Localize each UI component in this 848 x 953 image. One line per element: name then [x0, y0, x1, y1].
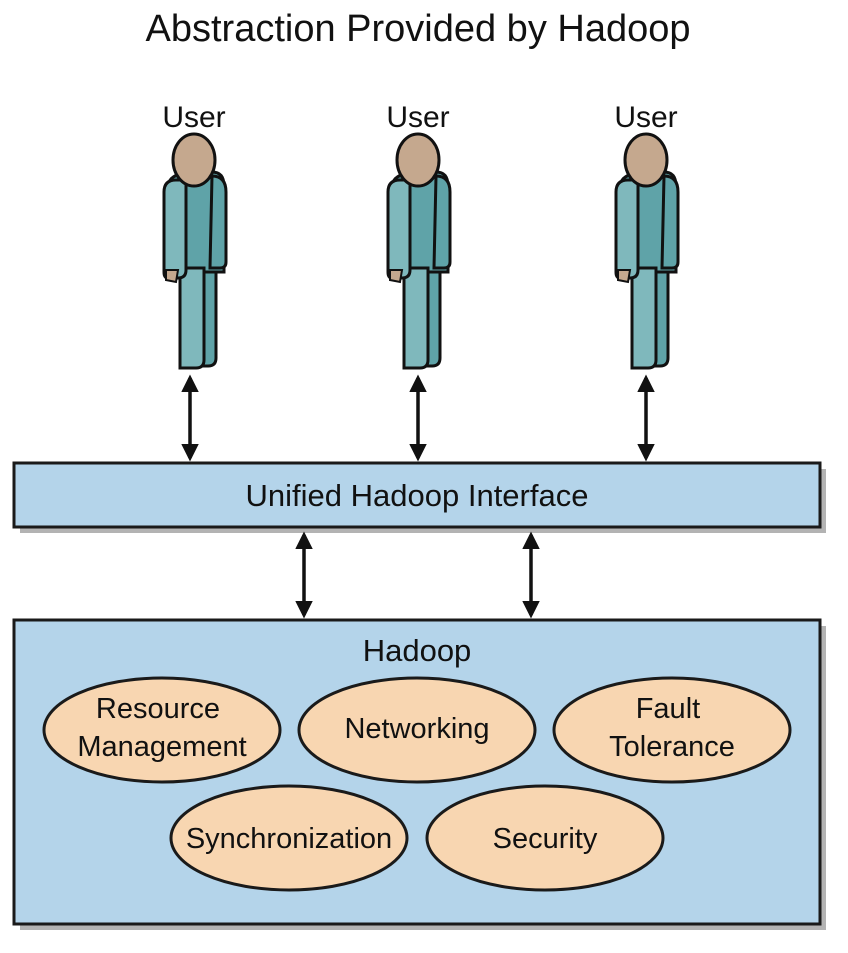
service-security: Security [425, 784, 665, 892]
user-figure-icon [614, 132, 680, 370]
svg-text:Synchronization: Synchronization [186, 823, 392, 855]
user-figure-icon [162, 132, 228, 370]
user-figure-part [389, 269, 404, 284]
user-figure-icon [386, 132, 452, 370]
user-figure-part [402, 266, 430, 370]
user-3: User [614, 101, 680, 370]
service-synchronization: Synchronization [169, 784, 409, 892]
interface-box [12, 461, 822, 529]
interface-label: Unified Hadoop Interface [246, 478, 589, 513]
user-figure-part [617, 269, 632, 284]
svg-text:Security: Security [493, 823, 598, 855]
diagram-title: Abstraction Provided by Hadoop [146, 8, 691, 50]
svg-text:Resource Management: Resource Management [77, 693, 246, 763]
user-figure-part [165, 269, 180, 284]
service-label-line: Networking [344, 713, 489, 745]
user-figure-part [386, 178, 412, 280]
service-fault-tolerance: Fault Tolerance [552, 676, 792, 784]
svg-text:Fault Tolerance: Fault Tolerance [609, 693, 735, 763]
service-label-line: Synchronization [186, 823, 392, 855]
hadoop-label: Hadoop [363, 633, 472, 668]
service-label-line: Management [77, 731, 246, 763]
service-networking: Networking [297, 676, 537, 784]
user-label: User [614, 101, 677, 134]
user-figure-part [660, 174, 680, 270]
user-2: User [386, 101, 452, 370]
user-figure-part [178, 266, 206, 370]
user-figure-part [162, 178, 188, 280]
user-figure-part [432, 174, 452, 270]
user-figure-part [614, 178, 640, 280]
user-figure-part [630, 266, 658, 370]
service-label-line: Fault [636, 693, 700, 725]
service-resource-management: Resource Management [42, 676, 282, 784]
user-label: User [386, 101, 449, 134]
service-label-line: Security [493, 823, 598, 855]
user-figure-part [623, 132, 669, 188]
service-label-line: Tolerance [609, 731, 735, 763]
user-figure-part [171, 132, 217, 188]
svg-text:Networking: Networking [344, 713, 489, 745]
user-figure-part [208, 174, 228, 270]
user-label: User [162, 101, 225, 134]
user-figure-part [395, 132, 441, 188]
service-label-line: Resource [96, 693, 220, 725]
user-1: User [162, 101, 228, 370]
